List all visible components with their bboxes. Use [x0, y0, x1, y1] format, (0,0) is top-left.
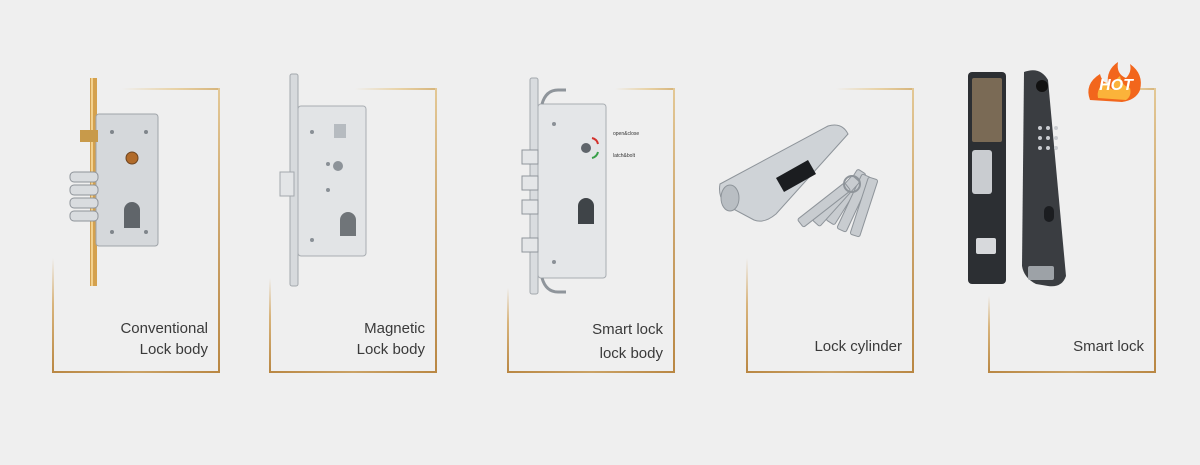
frame-right-border: [912, 88, 914, 373]
conventional-lock-body-image: [69, 78, 159, 286]
magnetic-lock-body-image: [279, 73, 367, 287]
frame-bottom-border: [269, 371, 437, 373]
smart-lock-image: [968, 70, 1066, 287]
frame-right-border: [673, 88, 675, 373]
product-card-conventional-lock-body[interactable]: Conventional Lock body: [52, 88, 220, 373]
product-label: Smart lock: [1073, 338, 1144, 355]
product-card-lock-cylinder[interactable]: Lock cylinder: [746, 88, 914, 373]
frame-right-border: [218, 88, 220, 373]
frame-bottom-border: [988, 371, 1156, 373]
frame-top-border: [122, 88, 220, 90]
lock-annotations: open&close latch&bolt: [613, 131, 639, 160]
frame-left-border: [507, 288, 509, 373]
hot-badge-icon: HOT: [1088, 62, 1141, 102]
frame-right-border: [435, 88, 437, 373]
product-label: Conventional Lock body: [120, 320, 208, 358]
hot-badge-text: HOT: [1099, 77, 1134, 94]
frame-right-border: [1154, 88, 1156, 373]
frame-top-border: [615, 88, 675, 90]
frame-left-border: [988, 296, 990, 373]
frame-left-border: [269, 278, 271, 373]
lock-cylinder-image: [719, 124, 879, 238]
smart-lock-body-image: [521, 77, 607, 295]
frame-bottom-border: [507, 371, 675, 373]
frame-left-border: [52, 258, 54, 373]
product-card-magnetic-lock-body[interactable]: Magnetic Lock body: [269, 88, 437, 373]
frame-bottom-border: [52, 371, 220, 373]
product-label: Smart lock lock body: [592, 321, 663, 362]
annotation-latch-bolt: latch&bolt: [613, 153, 635, 159]
frame-left-border: [746, 258, 748, 373]
product-card-smart-lock-body[interactable]: Smart lock lock body: [507, 88, 675, 373]
frame-bottom-border: [746, 371, 914, 373]
product-label: Magnetic Lock body: [356, 320, 425, 358]
product-label: Lock cylinder: [814, 338, 902, 355]
annotation-open-close: open&close: [613, 131, 640, 137]
frame-top-border: [836, 88, 914, 90]
frame-top-border: [355, 88, 437, 90]
